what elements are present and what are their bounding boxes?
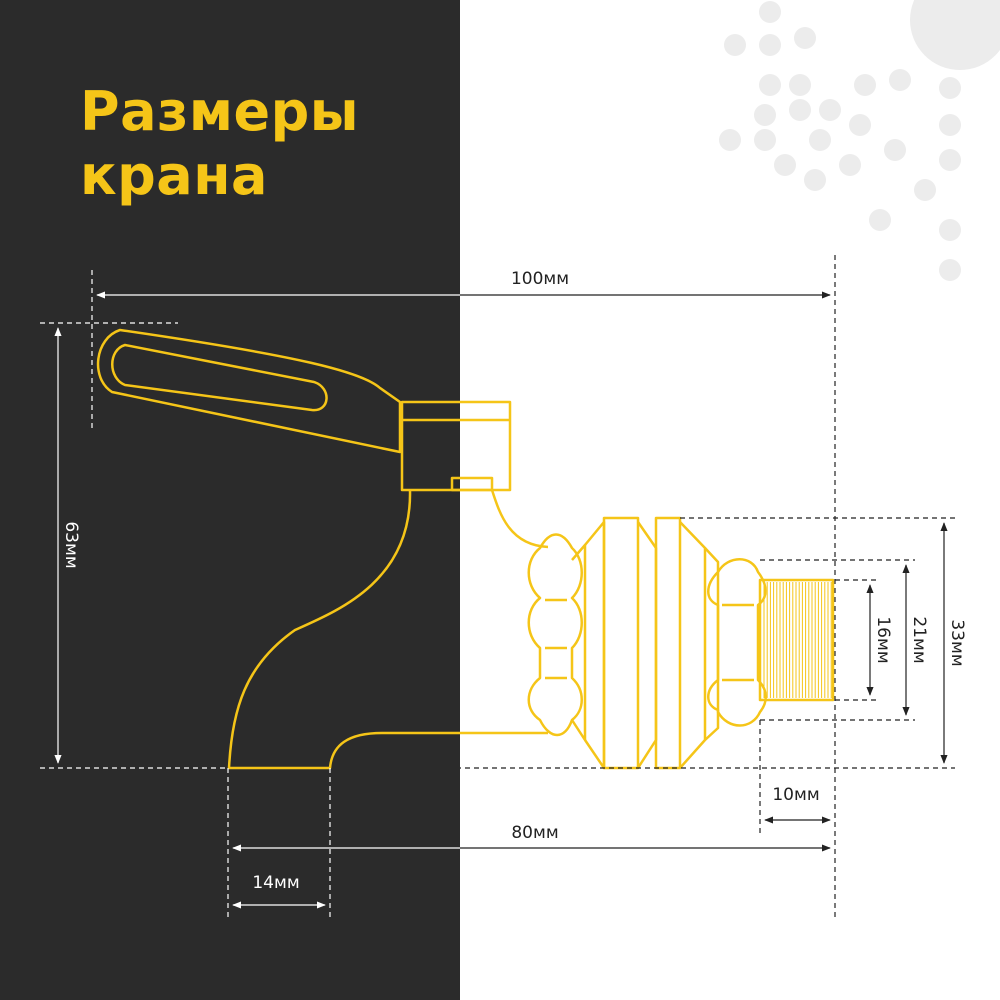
hex-nut-right — [707, 558, 767, 727]
flange-washers — [570, 516, 720, 770]
faucet-body — [227, 489, 549, 770]
page-title: Размеры крана — [80, 80, 359, 208]
dimension-lines-light — [40, 270, 460, 920]
title-line-1: Размеры — [80, 80, 360, 143]
thread-lines — [763, 582, 832, 698]
dimension-lines-dark — [460, 255, 955, 920]
decorative-dots — [719, 0, 1000, 281]
faucet-outline — [96, 328, 835, 770]
dark-background-panel — [0, 0, 460, 1000]
label-thread-inner: 16мм — [873, 616, 893, 663]
label-total-length: 100мм — [511, 269, 569, 289]
label-thread-outer: 21мм — [909, 616, 929, 663]
threaded-fitting — [758, 578, 835, 702]
label-height: 63мм — [61, 521, 81, 568]
label-body-length: 80мм — [511, 823, 558, 843]
title-line-2: крана — [80, 144, 268, 207]
label-nut-diameter: 33мм — [947, 619, 967, 666]
faucet-handle — [96, 328, 402, 454]
hex-nut-left — [527, 533, 583, 737]
valve-cap — [400, 400, 512, 492]
label-thread-length: 10мм — [772, 785, 819, 805]
label-spout-width: 14мм — [252, 873, 299, 893]
